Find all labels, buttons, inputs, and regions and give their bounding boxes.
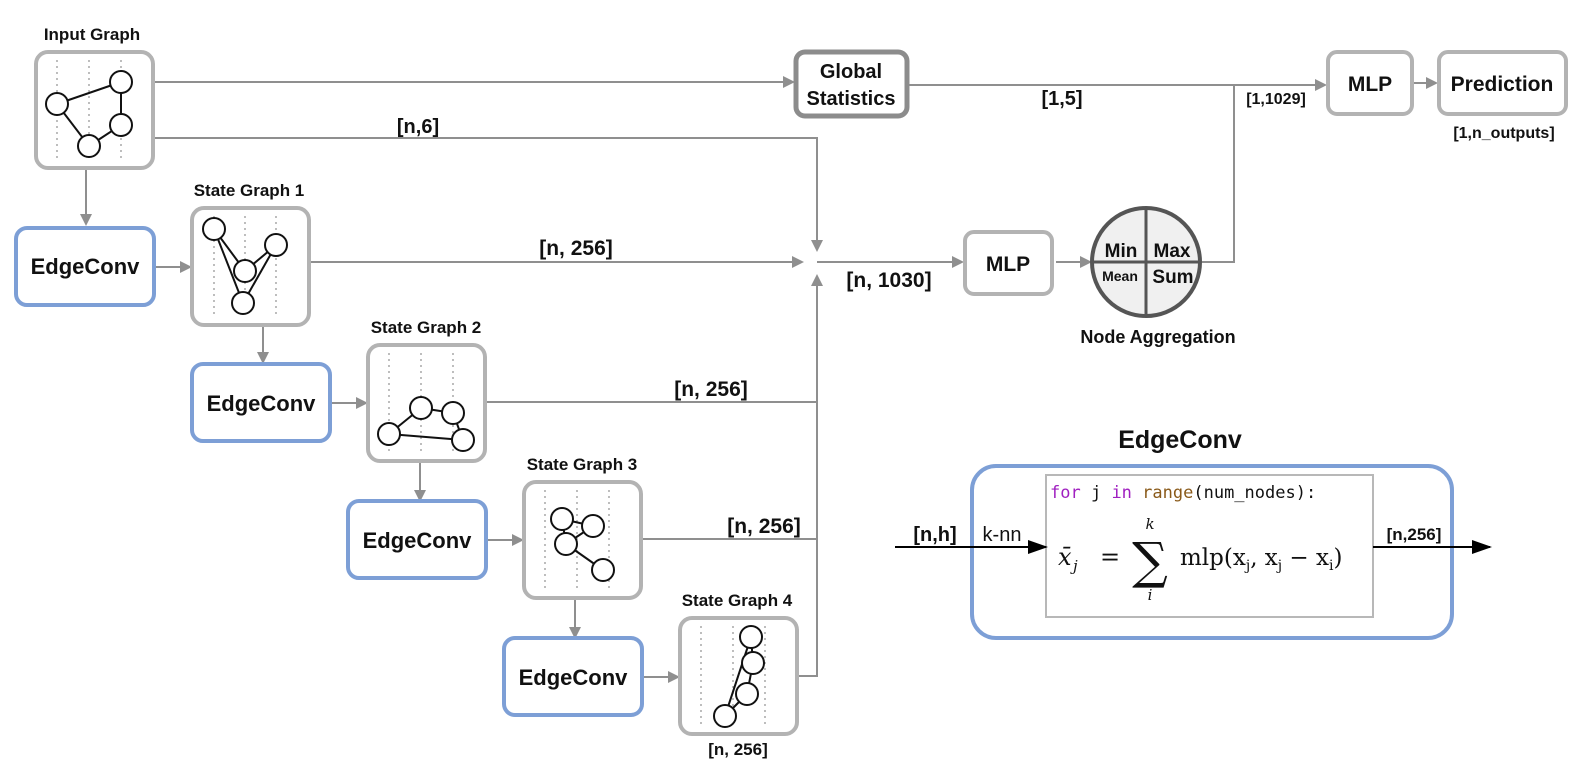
state-graph-3-title: State Graph 3 xyxy=(527,455,638,474)
input-graph-title: Input Graph xyxy=(44,25,140,44)
prediction: Prediction xyxy=(1437,50,1568,116)
edgeconv-box xyxy=(346,499,488,580)
code-keyword-in: in xyxy=(1111,483,1131,503)
edgeconv-detail: EdgeConv for j in range(num_nodes): x̄ j… xyxy=(895,426,1492,640)
dim-sg3-out: [n, 256] xyxy=(727,515,801,538)
prediction-box xyxy=(1437,50,1568,116)
edgeconv-formula: x̄ j = k ∑ i mlp(xj, xj − xi) xyxy=(1058,515,1342,604)
edgeconv-detail-title: EdgeConv xyxy=(1118,426,1242,454)
edgeconv-label: EdgeConv xyxy=(207,391,317,416)
aggregation-sum: Sum xyxy=(1152,267,1193,288)
edgeconv-knn: k-nn xyxy=(983,524,1022,546)
edgeconv-label: EdgeConv xyxy=(519,665,629,690)
connectors xyxy=(80,76,1438,683)
mlp-label: MLP xyxy=(1348,73,1392,96)
mlp-box xyxy=(1326,50,1414,116)
edgeconv-box xyxy=(190,362,332,443)
global-statistics-box xyxy=(793,49,910,119)
formula-sum-bottom: i xyxy=(1148,586,1153,604)
dim-sg1-out: [n, 256] xyxy=(539,237,613,260)
formula-body-end: ) xyxy=(1333,545,1342,571)
aggregation-min: Min xyxy=(1105,241,1138,262)
dim-sg2-out: [n, 256] xyxy=(674,378,748,401)
mlp-node-level: MLP xyxy=(963,230,1054,296)
state-graph-4-title: State Graph 4 xyxy=(682,591,793,610)
formula-body-mid: , x xyxy=(1250,545,1278,571)
formula-sigma: ∑ xyxy=(1132,532,1168,590)
code-line: for j in range(num_nodes): xyxy=(1050,483,1316,503)
aggregation-caption: Node Aggregation xyxy=(1080,327,1235,347)
dim-input-skip: [n,6] xyxy=(397,116,439,138)
global-statistics: Global Statistics xyxy=(793,49,910,119)
state-graph-1-title: State Graph 1 xyxy=(194,181,305,200)
edgeconv-block-1: EdgeConv xyxy=(14,226,156,307)
formula-sub-3: i xyxy=(1329,558,1334,574)
code-args: (num_nodes): xyxy=(1193,483,1316,503)
prediction-label: Prediction xyxy=(1451,73,1554,96)
formula-sum-top: k xyxy=(1145,515,1154,533)
edgeconv-box xyxy=(502,636,644,717)
node-aggregation: Min Max Mean Sum Node Aggregation xyxy=(1080,206,1236,347)
state-graph-4: State Graph 4 xyxy=(678,591,799,736)
dim-outputs: [1,n_outputs] xyxy=(1453,125,1554,142)
aggregation-max: Max xyxy=(1154,241,1191,262)
edgeconv-block-2: EdgeConv xyxy=(190,362,332,443)
input-graph: Input Graph xyxy=(34,25,155,170)
global-statistics-line2: Statistics xyxy=(807,88,896,110)
edgeconv-label: EdgeConv xyxy=(363,528,473,553)
dim-concat: [n, 1030] xyxy=(846,269,931,292)
formula-lhs-sub: j xyxy=(1070,557,1078,575)
code-panel xyxy=(1045,474,1374,618)
mlp-box xyxy=(963,230,1054,296)
dimension-labels: [1,5] [n,6] [n, 256] [n, 256] [n, 256] [… xyxy=(397,88,1555,759)
global-statistics-line1: Global xyxy=(820,61,882,83)
state-graph-3: State Graph 3 xyxy=(522,455,643,600)
state-graph-2: State Graph 2 xyxy=(366,318,487,463)
formula-body-minus: − x xyxy=(1282,545,1329,571)
aggregation-mean: Mean xyxy=(1102,268,1138,284)
edgeconv-block-3: EdgeConv xyxy=(346,499,488,580)
code-keyword-for: for xyxy=(1050,483,1081,503)
edgeconv-output-dim: [n,256] xyxy=(1387,525,1442,544)
edgeconv-block-4: EdgeConv xyxy=(502,636,644,717)
formula-lhs: x̄ xyxy=(1058,543,1072,571)
dim-pooled: [1,1029] xyxy=(1246,91,1306,108)
edgeconv-label: EdgeConv xyxy=(31,254,141,279)
edgeconv-input-dim: [n,h] xyxy=(913,524,956,546)
mlp-label: MLP xyxy=(986,253,1030,276)
edgeconv-box xyxy=(14,226,156,307)
mlp-graph-level: MLP xyxy=(1326,50,1414,116)
dim-sg4-out: [n, 256] xyxy=(708,740,768,759)
code-function: range xyxy=(1142,483,1193,503)
state-graph-1: State Graph 1 xyxy=(190,181,311,327)
formula-eq: = xyxy=(1100,543,1120,571)
code-variable: j xyxy=(1081,483,1112,503)
state-graph-3-box xyxy=(522,480,643,600)
formula-sub-1: j xyxy=(1244,558,1250,574)
formula-body: mlp(xj, xj − xi) xyxy=(1180,545,1342,574)
formula-sub-2: j xyxy=(1276,558,1282,574)
state-graph-2-title: State Graph 2 xyxy=(371,318,482,337)
formula-body-start: mlp(x xyxy=(1180,545,1246,571)
dim-global-out: [1,5] xyxy=(1041,88,1082,110)
